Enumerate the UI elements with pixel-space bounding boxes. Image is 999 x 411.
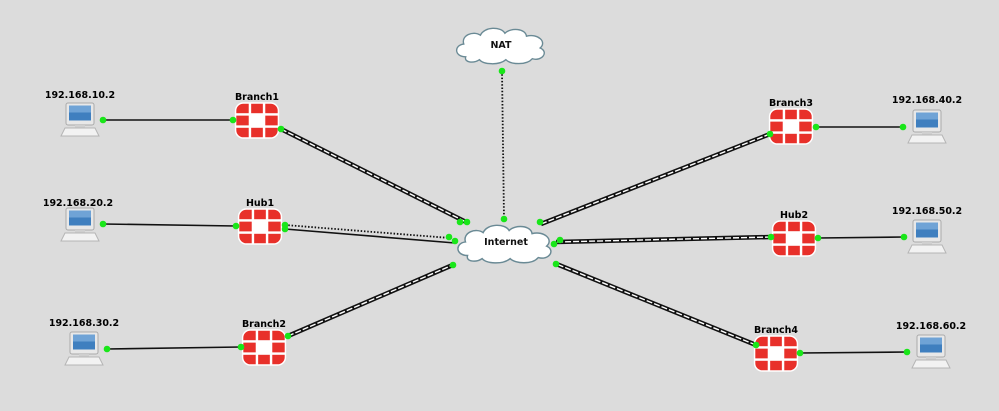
firewall-branch3[interactable]: Branch3 [768,98,814,145]
host-pc4[interactable]: 192.168.40.2 [892,95,962,144]
port-dot[interactable] [767,233,775,241]
firewall-hub2[interactable]: Hub2 [771,210,817,257]
port-dot[interactable] [556,236,564,244]
link-pc3-branch2[interactable] [106,346,242,350]
port-dot[interactable] [552,260,560,268]
host-pc5[interactable]: 192.168.50.2 [892,206,962,254]
host-pc3[interactable]: 192.168.30.2 [49,318,119,366]
port-dot[interactable] [232,222,240,230]
port-dot[interactable] [103,345,111,353]
port-dot[interactable] [99,116,107,124]
port-dot[interactable] [229,116,237,124]
link-pc2-hub1[interactable] [102,223,237,227]
port-dot[interactable] [456,218,464,226]
link-nat-internet[interactable] [501,70,505,220]
firewall-label: Branch3 [769,98,813,109]
firewall-hub1[interactable]: Hub1 [237,198,283,245]
host-label: 192.168.40.2 [892,95,962,106]
port-dot[interactable] [237,343,245,351]
port-dot[interactable] [900,233,908,241]
link-endpoints [99,67,911,357]
cloud-nat[interactable]: NAT [455,27,546,65]
host-label: 192.168.10.2 [45,90,115,101]
port-dot[interactable] [445,233,453,241]
firewall-label: Branch1 [235,92,279,103]
computer-icon [911,334,951,369]
link-hub1-internet[interactable] [284,224,456,244]
link-branch3-internet[interactable] [540,131,771,227]
firewall-label: Branch4 [754,325,798,336]
host-pc6[interactable]: 192.168.60.2 [896,321,966,369]
port-dot[interactable] [899,123,907,131]
port-dot[interactable] [451,237,459,245]
port-dot[interactable] [814,234,822,242]
link-hub2-pc5[interactable] [817,236,905,239]
port-dot[interactable] [500,215,508,223]
computer-icon [64,331,104,366]
host-pc2[interactable]: 192.168.20.2 [43,198,113,242]
port-dot[interactable] [284,332,292,340]
host-label: 192.168.60.2 [896,321,966,332]
firewall-label: Hub2 [780,210,808,221]
port-dot[interactable] [99,220,107,228]
links [102,70,908,354]
computer-icon [907,219,947,254]
link-branch2-internet[interactable] [287,261,456,339]
port-dot[interactable] [536,218,544,226]
host-pc1[interactable]: 192.168.10.2 [45,90,115,137]
port-dot[interactable] [752,341,760,349]
computer-icon [60,207,100,242]
link-branch4-pc6[interactable] [799,351,908,354]
port-dot[interactable] [498,67,506,75]
port-dot[interactable] [463,218,471,226]
firewall-icon [771,220,817,257]
firewall-branch4[interactable]: Branch4 [753,325,799,372]
firewall-icon [234,102,280,139]
host-label: 192.168.50.2 [892,206,962,217]
host-label: 192.168.20.2 [43,198,113,209]
cloud-internet[interactable]: Internet [457,224,552,264]
port-dot[interactable] [766,130,774,138]
port-dot[interactable] [449,261,457,269]
cloud-nat-label: NAT [490,40,512,51]
link-branch4-internet[interactable] [553,260,757,348]
firewall-icon [241,329,287,366]
port-dot[interactable] [903,348,911,356]
firewall-icon [753,335,799,372]
link-branch1-internet[interactable] [279,126,468,225]
cloud-internet-label: Internet [484,237,528,248]
port-dot[interactable] [277,125,285,133]
firewall-branch1[interactable]: Branch1 [234,92,280,139]
port-dot[interactable] [550,240,558,248]
link-hub2-internet[interactable] [555,234,772,245]
port-dot[interactable] [812,123,820,131]
host-label: 192.168.30.2 [49,318,119,329]
computer-icon [60,102,100,137]
port-dot[interactable] [281,225,289,233]
firewall-branch2[interactable]: Branch2 [241,319,287,366]
firewall-label: Hub1 [246,198,274,209]
computer-icon [907,109,947,144]
port-dot[interactable] [796,349,804,357]
firewall-label: Branch2 [242,319,286,330]
firewall-icon [768,108,814,145]
firewall-icon [237,208,283,245]
